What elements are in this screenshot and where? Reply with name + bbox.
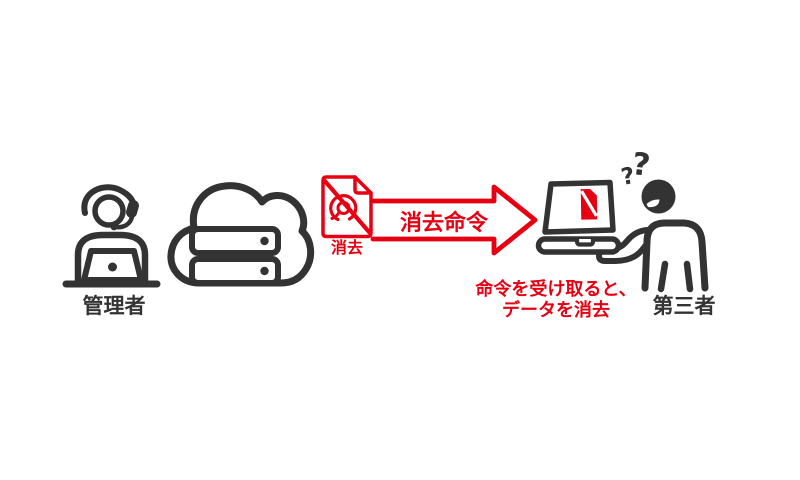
admin-operator-icon: [62, 184, 161, 288]
server-led-top: [260, 236, 269, 246]
laptop-base-notch: [574, 236, 596, 247]
laptop-screen: [542, 179, 616, 235]
erase-label: 消去: [330, 238, 363, 257]
headset-band: [81, 184, 137, 216]
data-symbol-tail: [330, 210, 341, 220]
erase-command-arrow-icon: [370, 184, 538, 256]
admin-laptop-logo-dot: [108, 262, 117, 272]
third-party-person-icon: ? ?: [596, 146, 709, 293]
cloud-server-icon: [167, 182, 315, 287]
question-mark-small-icon: ?: [619, 163, 637, 191]
third-party-label: 第三者: [652, 294, 716, 318]
erase-document-icon: [321, 175, 373, 239]
admin-head: [92, 194, 126, 228]
person-right-leg: [683, 260, 694, 293]
document-fold-corner: [353, 175, 373, 195]
erased-file-fold-line: [590, 187, 598, 196]
receive-note-line1: 命令を受け取ると、: [475, 279, 637, 300]
receive-note: 命令を受け取ると、 データを消去: [466, 279, 646, 321]
receive-note-line2: データを消去: [502, 299, 610, 321]
headset-earpiece: [126, 200, 139, 218]
server-unit-bottom: [189, 256, 281, 286]
admin-label: 管理者: [82, 294, 146, 318]
arrow-outline: [370, 184, 538, 256]
server-rack-icon: [189, 226, 281, 286]
erased-file-slash: [580, 190, 598, 217]
person-torso: [641, 219, 709, 292]
admin-body: [74, 231, 149, 286]
server-unit-top: [189, 226, 281, 256]
cloud-outline: [167, 182, 315, 287]
data-symbol-outer-circle: [329, 194, 358, 222]
prohibition-slash: [321, 177, 372, 235]
erased-file-icon: [580, 187, 598, 220]
question-mark-large-icon: ?: [630, 146, 652, 184]
server-led-bottom: [260, 266, 269, 276]
person-head: [641, 179, 676, 214]
person-open-mouth: [646, 199, 660, 208]
person-left-leg: [657, 260, 669, 293]
arrow-label: 消去命令: [399, 211, 488, 236]
receiver-laptop-icon: [535, 179, 622, 255]
